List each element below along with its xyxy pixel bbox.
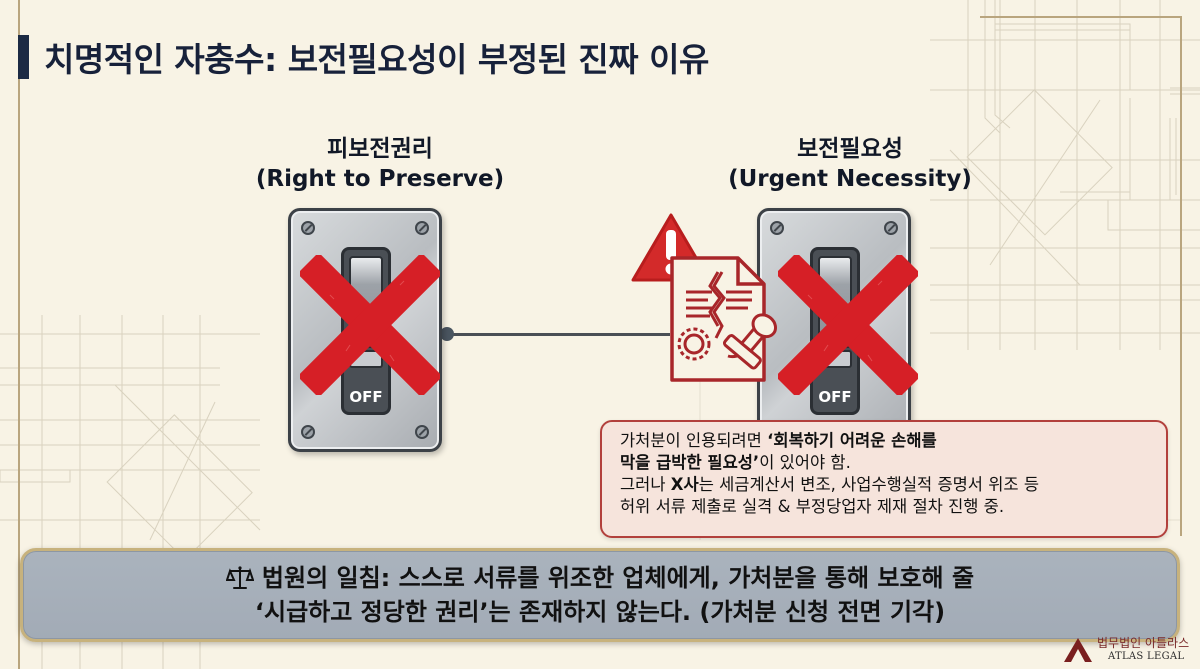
frame-line-top — [980, 16, 1182, 18]
left-switch-title: 피보전권리 — [327, 136, 433, 162]
right-off-label: OFF — [818, 388, 852, 406]
note-line-4: 허위 서류 제출로 실격 & 부정당업자 제재 절차 진행 중. — [620, 497, 1005, 516]
court-verdict-box: 법원의 일침: 스스로 서류를 위조한 업체에게, 가처분을 통해 보호해 줄 … — [20, 548, 1180, 642]
slide-title: 치명적인 자충수: 보전필요성이 부정된 진짜 이유 — [18, 34, 709, 80]
verdict-text-2: ‘시급하고 정당한 권리’는 존재하지 않는다. (가처분 신청 전면 기각) — [254, 598, 946, 626]
note-emphasis: ‘회복하기 어려운 손해를 — [767, 431, 937, 450]
connector-dot — [440, 327, 454, 341]
screw-icon — [884, 221, 898, 235]
screw-icon — [301, 425, 315, 439]
screw-icon — [770, 221, 784, 235]
note-line-1: 가처분이 인용되려면 ‘회복하기 어려운 손해를 — [620, 430, 1148, 452]
left-switch-label: 피보전권리 (Right to Preserve) — [240, 134, 520, 194]
title-accent-bar — [18, 35, 29, 79]
red-x-icon — [300, 255, 440, 395]
title-text: 치명적인 자충수: 보전필요성이 부정된 진짜 이유 — [44, 40, 709, 79]
note-text: 그러나 — [620, 475, 671, 494]
note-line-3: 그러나 X사는 세금계산서 변조, 사업수행실적 증명서 위조 등 — [620, 474, 1148, 496]
note-emphasis: 막을 급박한 필요성’ — [620, 453, 760, 472]
logo-name-english: ATLAS LEGAL — [1108, 651, 1185, 662]
left-off-label: OFF — [349, 388, 383, 406]
note-text: 는 세금계산서 변조, 사업수행실적 증명서 위조 등 — [698, 475, 1040, 494]
note-text: 이 있어야 함. — [759, 453, 851, 472]
verdict-line-2: ‘시급하고 정당한 권리’는 존재하지 않는다. (가처분 신청 전면 기각) — [255, 595, 945, 629]
verdict-text-1: 법원의 일침: 스스로 서류를 위조한 업체에게, 가처분을 통해 보호해 줄 — [261, 564, 975, 592]
right-switch-label: 보전필요성 (Urgent Necessity) — [720, 134, 980, 194]
note-emphasis: X사 — [670, 475, 699, 494]
logo-name-korean: 법무법인 아틀라스 — [1097, 636, 1190, 650]
screw-icon — [415, 425, 429, 439]
verdict-line-1: 법원의 일침: 스스로 서류를 위조한 업체에게, 가처분을 통해 보호해 줄 — [225, 561, 975, 595]
right-switch-title: 보전필요성 — [797, 136, 903, 162]
note-text: 가처분이 인용되려면 — [620, 431, 768, 450]
forged-document-icon — [670, 256, 778, 382]
screw-icon — [301, 221, 315, 235]
screw-icon — [415, 221, 429, 235]
left-switch-subtitle: (Right to Preserve) — [255, 166, 505, 192]
note-line-2: 막을 급박한 필요성’이 있어야 함. — [620, 452, 1148, 474]
frame-line-right — [1180, 16, 1182, 536]
connector-line — [444, 333, 670, 336]
right-switch-subtitle: (Urgent Necessity) — [728, 166, 972, 192]
atlas-logo-mark-icon — [1064, 638, 1092, 663]
atlas-legal-logo: 법무법인 아틀라스 ATLAS LEGAL — [1063, 634, 1193, 666]
red-x-icon — [778, 255, 918, 395]
frame-line-left — [18, 0, 20, 669]
scale-of-justice-icon — [225, 566, 254, 589]
necessity-note-box: 가처분이 인용되려면 ‘회복하기 어려운 손해를 막을 급박한 필요성’이 있어… — [600, 420, 1168, 538]
